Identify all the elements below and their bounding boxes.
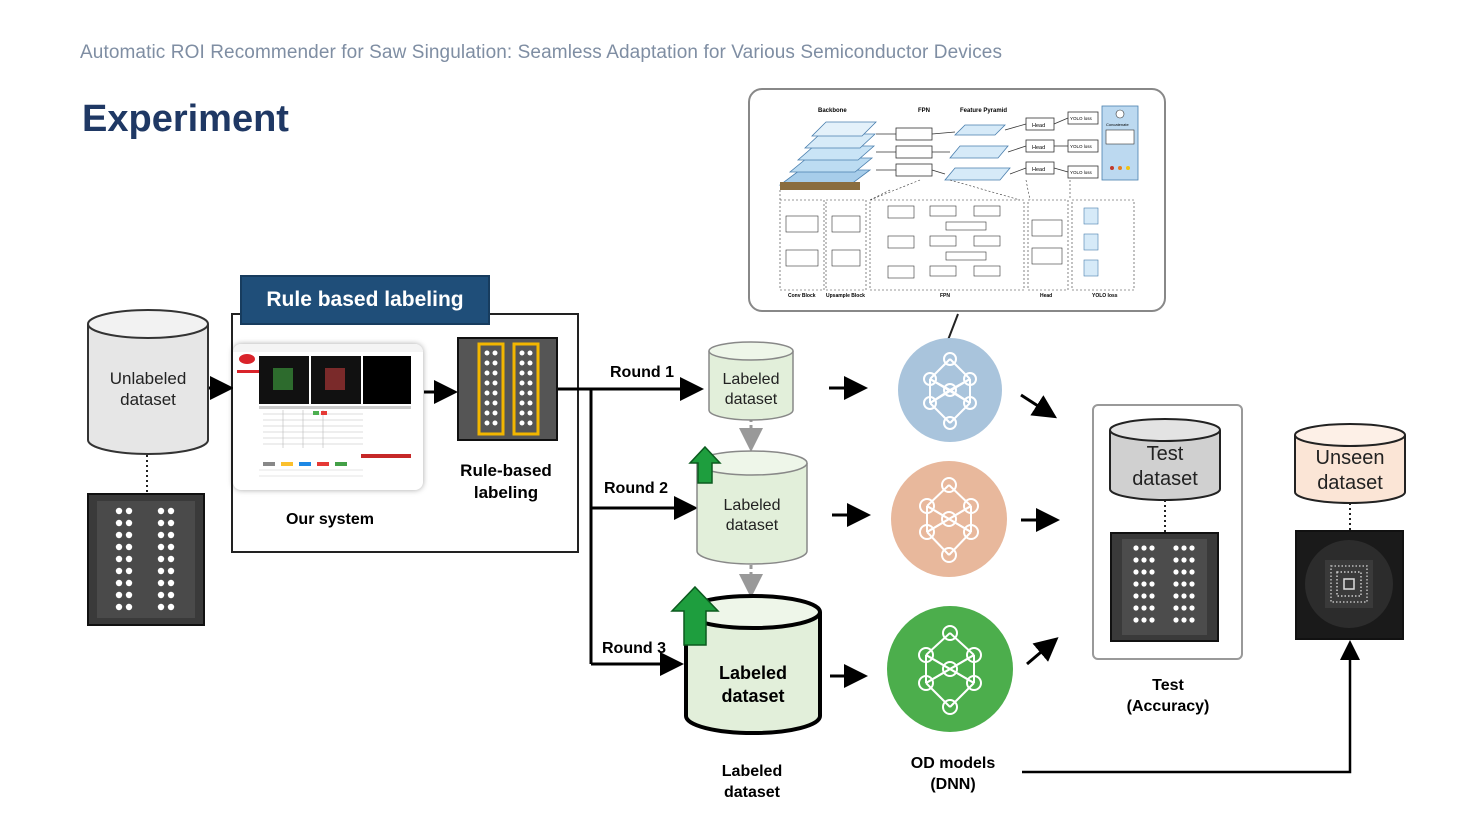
label-feature-pyramid: Feature Pyramid — [960, 108, 1007, 114]
labeled-cylinder-2 — [696, 450, 808, 565]
head-label-2: Head — [1032, 145, 1045, 151]
up-arrow-icon-round2 — [688, 445, 722, 484]
head-label-3: Head — [1032, 167, 1045, 173]
unseen-cylinder — [1294, 423, 1406, 504]
label-fpn: FPN — [918, 108, 930, 114]
architecture-diagram: Backbone FPN Feature Pyramid Head Head H… — [778, 105, 1139, 299]
nn-model-green-icon — [887, 606, 1013, 732]
label-fpn-bottom: FPN — [940, 293, 950, 299]
labeled-cylinder-1 — [708, 341, 794, 421]
dots-col-a — [115, 507, 133, 611]
test-caption: Test(Accuracy) — [1126, 677, 1210, 715]
slide-header: Automatic ROI Recommender for Saw Singul… — [80, 42, 1003, 63]
unseen-chip-thumbnail — [1305, 540, 1393, 628]
chip-dots — [97, 501, 195, 618]
test-chip-image — [1110, 532, 1219, 642]
label-conv-block: Conv Block — [788, 293, 816, 299]
up-arrow-icon-round3 — [670, 585, 720, 646]
our-system-label: Our system — [285, 511, 375, 528]
label-yolo-loss-bottom: YOLO loss — [1092, 293, 1118, 299]
label-backbone: Backbone — [818, 108, 847, 114]
test-cylinder — [1109, 418, 1221, 501]
nn-model-blue-icon — [898, 338, 1002, 442]
round1-label: Round 1 — [610, 364, 674, 381]
slide-title: Experiment — [82, 98, 289, 140]
rule-labeled-chip-image — [457, 337, 558, 441]
label-concatenate: Concatenate — [1106, 122, 1129, 127]
label-upsample-block: Upsample Block — [826, 293, 865, 299]
arrow-od-to-unseen — [1022, 640, 1360, 774]
od-models-caption: OD models(DNN) — [910, 755, 996, 793]
yolo-loss-label-1: YOLO loss — [1070, 116, 1093, 121]
unlabeled-chip-image — [87, 493, 205, 626]
label-head-bottom: Head — [1040, 293, 1052, 299]
test-frame — [1092, 404, 1243, 660]
unlabeled-cylinder — [87, 309, 209, 455]
rule-based-banner: Rule based labeling — [240, 275, 490, 325]
arrow-nn3-test — [1026, 637, 1059, 666]
round2-label: Round 2 — [604, 480, 668, 497]
test-chip-dots — [1122, 539, 1207, 635]
dots-col-b — [157, 507, 175, 611]
yolo-loss-label-3: YOLO loss — [1070, 170, 1093, 175]
backbone-stack — [778, 121, 877, 190]
inset-pointer — [947, 313, 959, 341]
round3-label: Round 3 — [602, 640, 666, 657]
architecture-inset: Backbone FPN Feature Pyramid Head Head H… — [748, 88, 1166, 312]
system-ui-thumbnail — [233, 344, 423, 477]
labeled-cylinder-3 — [684, 594, 822, 735]
arrow-nn1-test — [1020, 393, 1058, 419]
head-label-1: Head — [1032, 123, 1045, 129]
nn-model-orange-icon — [891, 461, 1007, 577]
unseen-chip-image — [1295, 530, 1404, 640]
yolo-loss-label-2: YOLO loss — [1070, 144, 1093, 149]
labeled-chip-thumbnail — [477, 342, 540, 436]
our-system-screenshot — [233, 344, 423, 490]
